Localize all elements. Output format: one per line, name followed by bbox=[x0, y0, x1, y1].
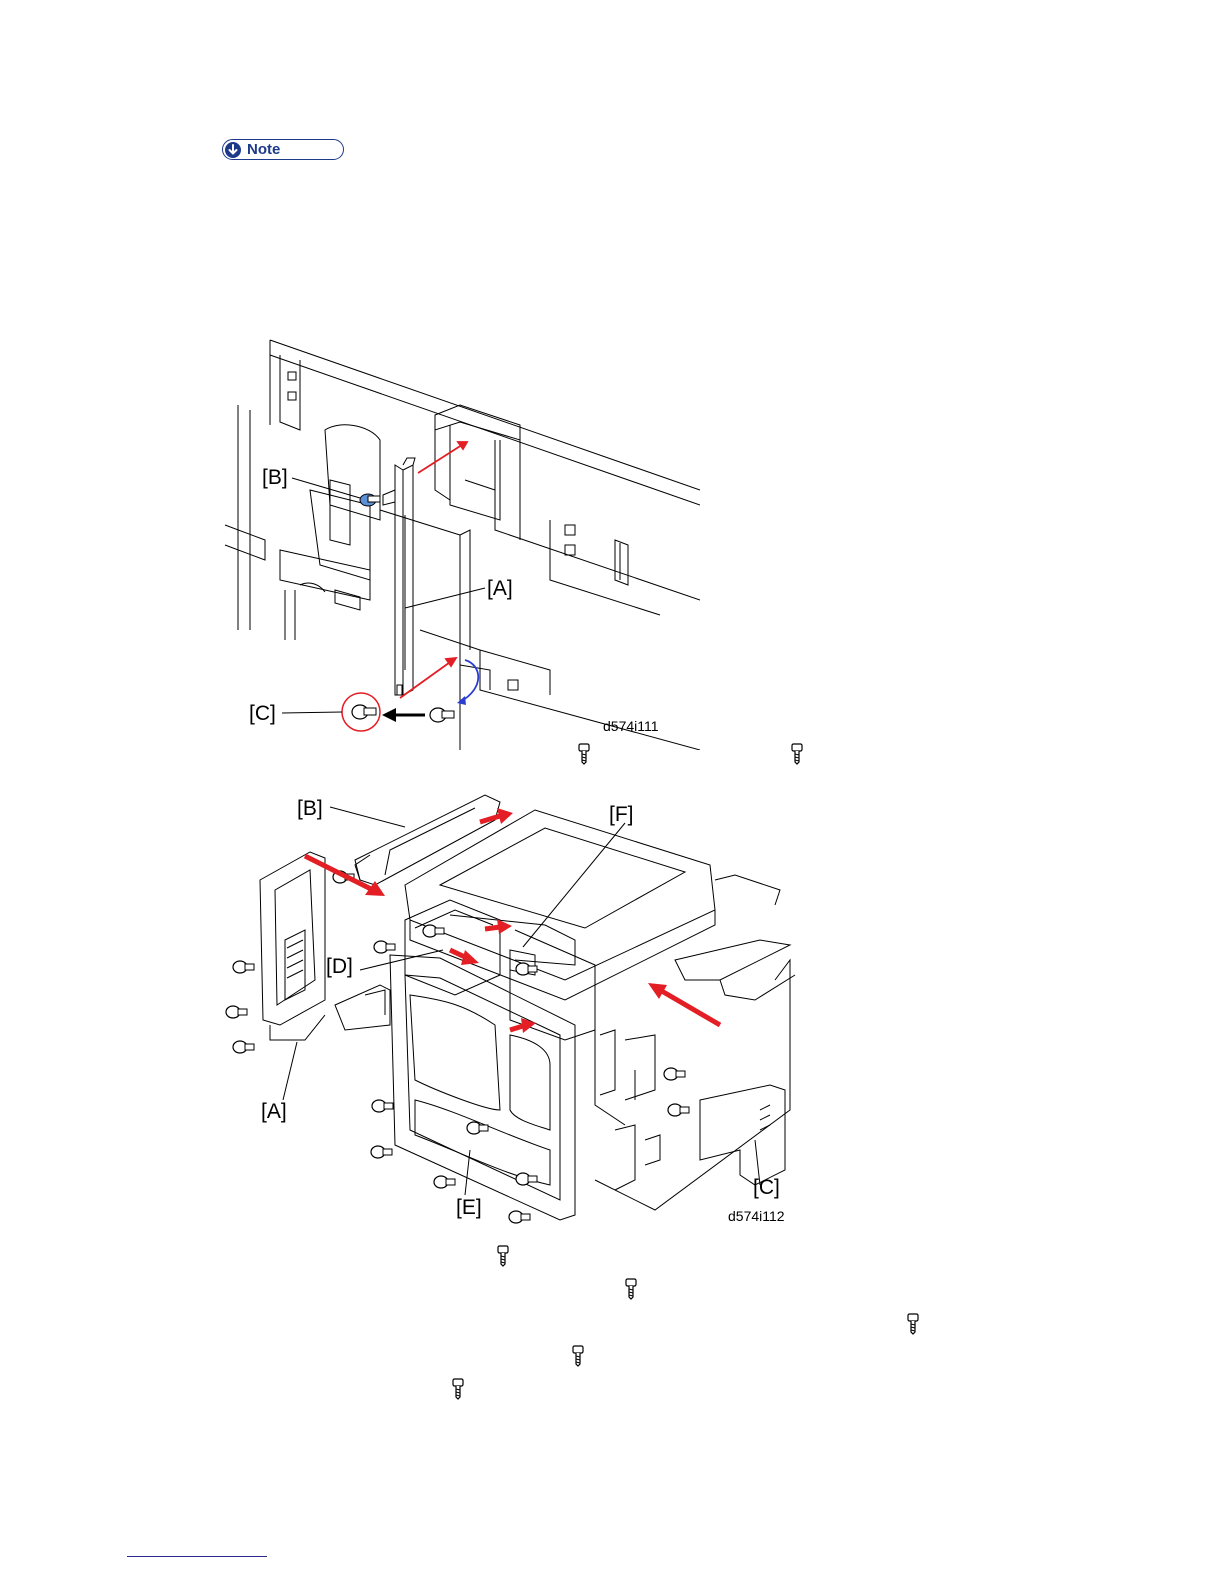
screw-icon bbox=[496, 1245, 510, 1267]
fig2-code: d574i112 bbox=[728, 1208, 785, 1224]
footer-link-rule[interactable] bbox=[127, 1556, 267, 1557]
screw-icon bbox=[577, 743, 591, 765]
figure-2-diagram bbox=[215, 780, 815, 1230]
fig2-label-f: [F] bbox=[609, 803, 634, 827]
screw-icon bbox=[790, 743, 804, 765]
fig2-label-a: [A] bbox=[261, 1100, 287, 1124]
fig1-label-c: [C] bbox=[249, 702, 276, 726]
fig2-label-d: [D] bbox=[326, 955, 353, 979]
fig2-label-b: [B] bbox=[297, 797, 323, 821]
note-label: Note bbox=[247, 141, 280, 159]
fig1-label-b: [B] bbox=[262, 466, 288, 490]
screw-icon bbox=[451, 1378, 465, 1400]
screw-icon bbox=[624, 1278, 638, 1300]
fig2-label-c: [C] bbox=[753, 1176, 780, 1200]
figure-1-diagram bbox=[220, 330, 700, 750]
screw-icon bbox=[571, 1345, 585, 1367]
fig2-label-e: [E] bbox=[456, 1196, 482, 1220]
fig1-label-a: [A] bbox=[487, 577, 513, 601]
arrow-down-icon bbox=[225, 142, 241, 158]
fig1-code: d574i111 bbox=[603, 718, 659, 734]
screw-icon bbox=[906, 1313, 920, 1335]
screw-b-glyph bbox=[360, 494, 380, 506]
note-badge: Note bbox=[222, 139, 344, 160]
